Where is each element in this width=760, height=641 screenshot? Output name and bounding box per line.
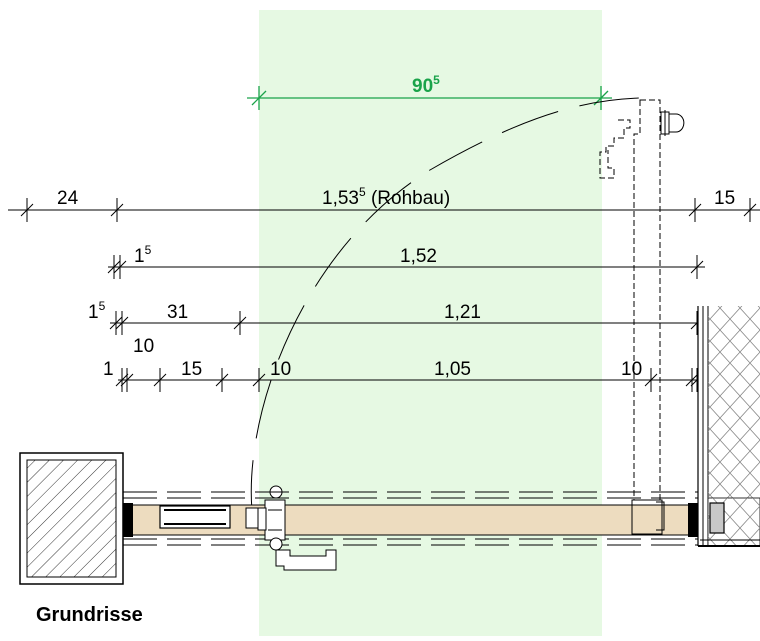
dimension-line-row4 xyxy=(115,368,712,392)
row1-left-label: 24 xyxy=(57,188,79,209)
drawing-title: Grundrisse xyxy=(36,604,143,626)
wall-section xyxy=(122,491,700,546)
row3-below-label: 10 xyxy=(133,336,154,357)
insulated-wall xyxy=(697,306,760,547)
door-lock xyxy=(257,485,286,551)
row4-label-2: 15 xyxy=(181,359,202,380)
row1-main-label: 1,535 (Rohbau) xyxy=(322,185,450,209)
masonry-wall xyxy=(19,452,124,585)
door-width-label: 905 xyxy=(412,73,440,97)
door-swing-arc xyxy=(250,97,641,521)
row1-right-label: 15 xyxy=(714,188,735,209)
row3-main-label: 1,21 xyxy=(444,302,481,323)
door-width-dimension xyxy=(247,86,612,110)
row4-label-4: 1,05 xyxy=(434,359,471,380)
door-handle xyxy=(275,549,337,571)
open-door-leaf xyxy=(599,99,661,501)
open-door-handle xyxy=(660,110,685,136)
row2-left-label: 15 xyxy=(134,243,152,267)
dimension-line-row2 xyxy=(107,255,705,279)
row4-label-1: 1 xyxy=(103,359,114,380)
row3-left-label: 15 xyxy=(88,299,106,323)
dimension-line-row1 xyxy=(8,198,760,222)
right-door-frame xyxy=(631,499,665,535)
row4-label-5: 10 xyxy=(621,359,642,380)
row2-main-label: 1,52 xyxy=(400,246,437,267)
row3-segment-label: 31 xyxy=(167,302,188,323)
row4-label-3: 10 xyxy=(270,359,291,380)
